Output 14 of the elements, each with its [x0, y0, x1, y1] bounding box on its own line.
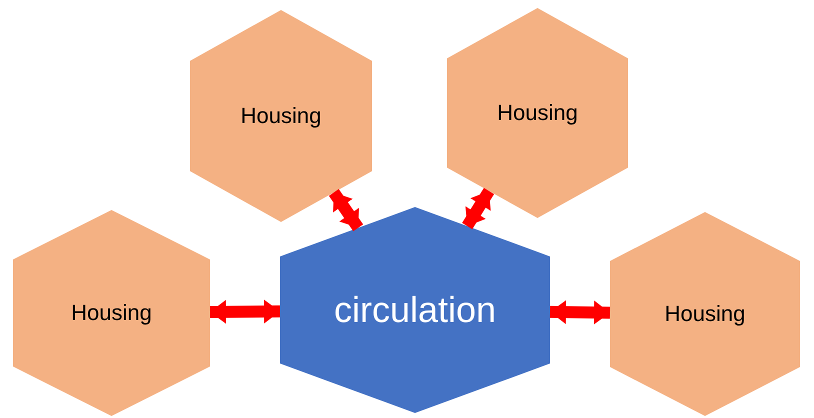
node-label: Housing [664, 301, 746, 327]
hub-hexagon [280, 207, 550, 413]
double-arrow [328, 189, 364, 232]
double-arrow [210, 300, 280, 324]
double-arrow [550, 300, 610, 324]
node-label: circulation [332, 289, 498, 331]
hexagon-node [447, 8, 628, 218]
node-label: Housing [70, 300, 153, 326]
hexagon-node [610, 212, 800, 416]
hexagon-node [13, 210, 210, 416]
double-arrow [462, 188, 494, 230]
node-label: Housing [240, 103, 322, 129]
node-label: Housing [496, 100, 579, 126]
hexagon-node [190, 10, 372, 222]
